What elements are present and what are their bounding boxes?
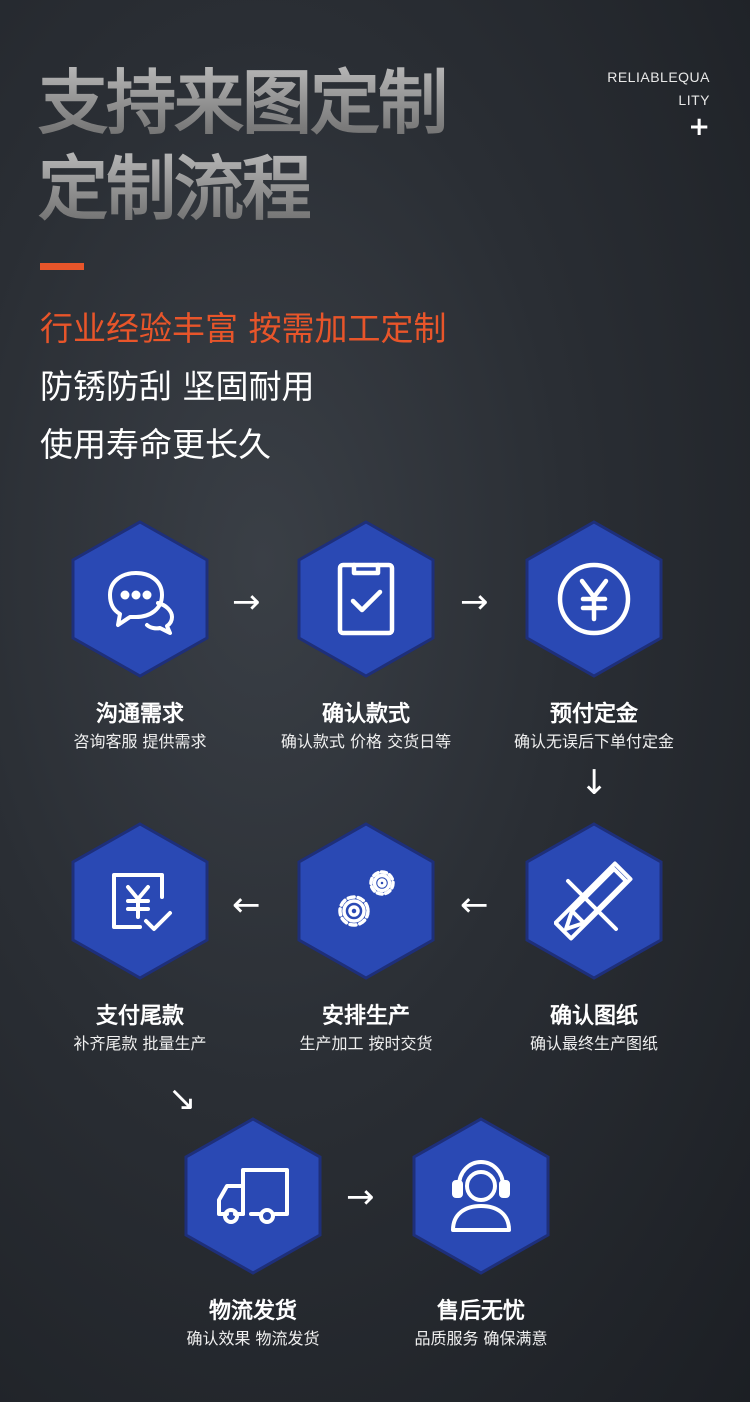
hexagon-badge — [412, 1117, 550, 1275]
hexagon-badge — [297, 520, 435, 678]
arrow-right-icon: → — [232, 582, 261, 622]
step-subtitle: 确认最终生产图纸 — [529, 1034, 658, 1053]
gears-icon — [326, 861, 406, 941]
step-subtitle: 品质服务 确保满意 — [414, 1329, 548, 1348]
arrow-left-icon: ← — [232, 885, 261, 925]
page-title-line2: 定制流程 — [38, 148, 312, 230]
step-confirm-style: 确认款式 确认款式 价格 交货日等 — [251, 520, 481, 760]
clipboard-check-icon — [326, 559, 406, 639]
arrow-left-icon: ← — [460, 885, 489, 925]
arrow-down-right-icon: ↘ — [168, 1079, 197, 1119]
hexagon-badge — [525, 520, 663, 678]
step-title: 支付尾款 — [95, 1004, 184, 1029]
hexagon-badge — [71, 822, 209, 980]
step-subtitle: 确认无误后下单付定金 — [513, 732, 674, 751]
slogan-line2: 防锈防刮 坚固耐用 — [40, 367, 315, 406]
step-title: 确认图纸 — [549, 1004, 638, 1029]
step-subtitle: 补齐尾款 批量生产 — [73, 1034, 207, 1053]
step-title: 沟通需求 — [95, 702, 184, 727]
page-title-line1: 支持来图定制 — [38, 62, 448, 144]
step-deposit: 预付定金 确认无误后下单付定金 — [479, 520, 709, 760]
step-subtitle: 确认效果 物流发货 — [186, 1329, 320, 1348]
step-title: 售后无忧 — [436, 1299, 525, 1324]
yen-coin-icon — [554, 559, 634, 639]
delivery-truck-icon — [213, 1156, 293, 1236]
step-subtitle: 生产加工 按时交货 — [299, 1034, 433, 1053]
step-after-sales: 售后无忧 品质服务 确保满意 — [366, 1117, 596, 1357]
step-subtitle: 咨询客服 提供需求 — [73, 732, 207, 751]
headset-user-icon — [441, 1156, 521, 1236]
accent-divider — [40, 263, 84, 270]
ruler-pencil-icon — [553, 861, 634, 941]
plus-icon: + — [688, 112, 710, 142]
brand-text: RELIABLEQUALITY — [607, 69, 710, 108]
chat-bubbles-icon — [100, 559, 180, 639]
step-title: 预付定金 — [549, 702, 638, 727]
slogan-line1: 行业经验丰富 按需加工定制 — [40, 309, 447, 348]
yen-bill-check-icon — [100, 861, 180, 941]
arrow-right-icon: → — [460, 582, 489, 622]
slogan-line3: 使用寿命更长久 — [40, 425, 271, 464]
step-confirm-drawing: 确认图纸 确认最终生产图纸 — [479, 822, 709, 1062]
step-balance-payment: 支付尾款 补齐尾款 批量生产 — [25, 822, 255, 1062]
step-title: 确认款式 — [321, 702, 410, 727]
step-title: 物流发货 — [208, 1299, 297, 1324]
arrow-right-icon: → — [346, 1177, 375, 1217]
step-communicate: 沟通需求 咨询客服 提供需求 — [25, 520, 255, 760]
step-shipping: 物流发货 确认效果 物流发货 — [138, 1117, 368, 1357]
step-title: 安排生产 — [321, 1004, 410, 1029]
hexagon-badge — [297, 822, 435, 980]
arrow-down-icon: ↓ — [580, 763, 609, 803]
hexagon-badge — [71, 520, 209, 678]
hexagon-badge — [184, 1117, 322, 1275]
hexagon-badge — [525, 822, 663, 980]
step-subtitle: 确认款式 价格 交货日等 — [280, 732, 452, 751]
step-production: 安排生产 生产加工 按时交货 — [251, 822, 481, 1062]
